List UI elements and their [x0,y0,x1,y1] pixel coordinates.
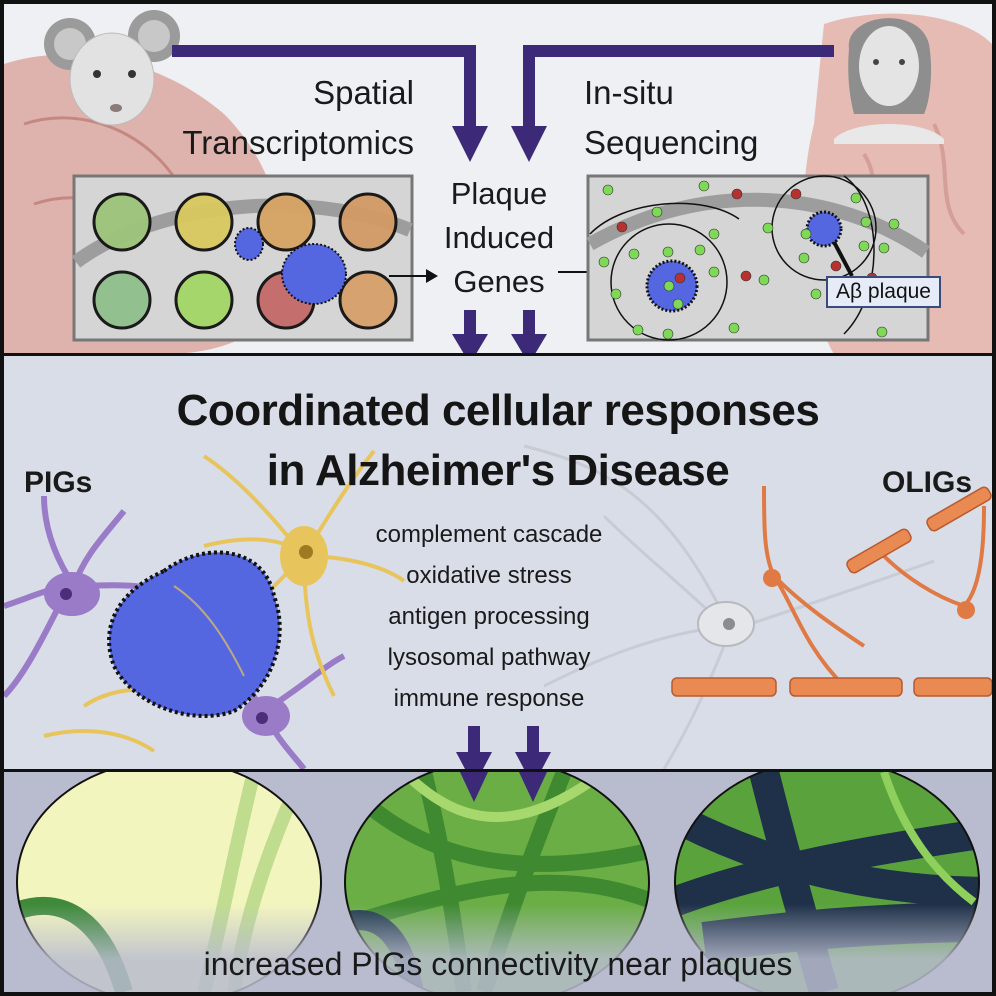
gene-transcript-red [674,272,686,284]
gene-transcript-green [602,184,614,196]
pathway-item: immune response [393,685,585,712]
gene-transcript-green [800,228,812,240]
gene-transcript-green [798,252,810,264]
gene-transcript-red [740,270,752,282]
gene-transcript-green [858,240,870,252]
amyloid-plaque [107,550,282,718]
genes-label: Genes [453,264,545,299]
in-situ-label: In-situ [584,74,674,111]
gene-transcript-green [728,322,740,334]
gene-transcript-green [876,326,888,338]
transcriptomics-spot [338,192,398,252]
flow-arrows [456,726,551,769]
gene-transcript-green [860,216,872,228]
oligs-label: OLIGs [881,466,972,499]
spatial-label: Spatial [313,74,414,111]
gene-transcript-green [672,298,684,310]
main-title-line1: Coordinated cellular responses [176,386,820,435]
gene-transcript-green [762,222,774,234]
transcriptomics-spot [256,192,316,252]
gene-transcript-red [790,188,802,200]
amyloid-plaque [281,243,347,305]
induced-label: Induced [443,220,555,255]
gene-transcript-green [662,328,674,340]
gene-transcript-red [830,260,842,272]
connectivity-caption: increased PIGs connectivity near plaques [203,946,793,982]
gene-transcript-green [628,248,640,260]
flow-arrows [460,772,547,802]
gene-transcript-green [698,180,710,192]
main-title-line2: in Alzheimer's Disease [266,446,730,495]
transcriptomics-spot [174,192,234,252]
neuron-icon [523,444,935,769]
connectivity-panel: increased PIGs connectivity near plaques [4,772,992,992]
gene-transcript-green [758,274,770,286]
transcriptomics-spot [174,270,234,330]
responses-panel: Coordinated cellular responses in Alzhei… [4,356,992,769]
pathway-item: complement cascade [375,521,603,548]
cells-illustration [4,444,992,769]
amyloid-plaque [805,210,843,248]
mouse-icon [44,10,180,126]
gene-transcript-green [598,256,610,268]
gene-transcript-green [888,218,900,230]
gene-transcript-green [708,266,720,278]
methods-panel: Spatial Transcriptomics In-situ Sequenci… [4,4,992,354]
methods-illustration [4,10,992,354]
gene-transcript-green [708,228,720,240]
arrow-heads [452,126,547,354]
gene-transcript-green [651,206,663,218]
transcriptomics-spot [92,192,152,252]
panel-divider [0,353,996,356]
gene-transcript-red [731,188,743,200]
connectivity-lenses [4,772,992,992]
gene-transcript-green [663,280,675,292]
human-icon [834,18,944,144]
pathway-item: oxidative stress [406,562,572,589]
amyloid-plaque [234,227,264,261]
sequencing-label: Sequencing [584,124,759,161]
myelin-segments [671,486,992,697]
transcriptomics-spot [338,270,398,330]
spatial-transcriptomics-slide [71,174,414,342]
pathway-item: antigen processing [388,603,590,630]
pathway-item: lysosomal pathway [387,644,591,671]
in-situ-slide [586,174,930,342]
gene-transcript-green [632,324,644,336]
gene-transcript-green [662,246,674,258]
gene-transcript-green [878,242,890,254]
gene-transcript-red [616,221,628,233]
gene-transcript-green [694,244,706,256]
gene-transcript-green [810,288,822,300]
plaque-label: Plaque [450,176,548,211]
abeta-plaque-callout: Aβ plaque [826,276,941,308]
pigs-label: PIGs [24,466,93,499]
gene-transcript-green [610,288,622,300]
panel-divider [0,769,996,772]
transcriptomics-label: Transcriptomics [182,124,414,161]
gene-transcript-green [850,192,862,204]
transcriptomics-spot [92,270,152,330]
pathway-list: complement cascade oxidative stress anti… [339,514,639,719]
